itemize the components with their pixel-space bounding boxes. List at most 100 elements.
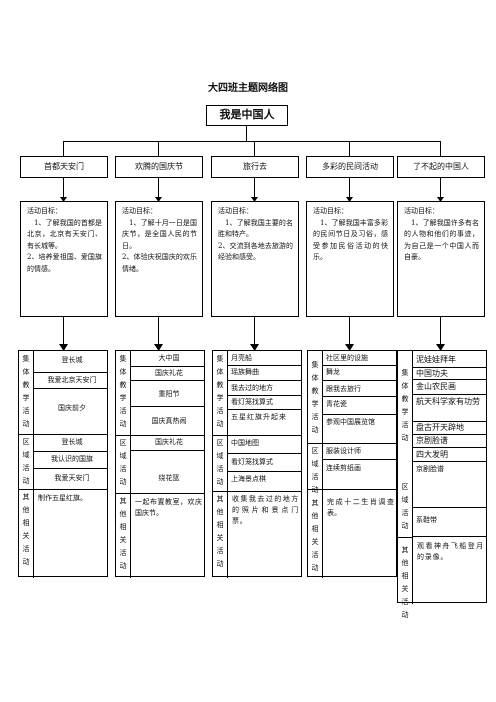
other-activity-text: 观看神舟飞船登月的录像。	[417, 542, 484, 561]
side-label-area: 区域活动	[116, 435, 131, 493]
activity-column-5: 集体教学活动 泥娃娃拜年 中国功夫 金山农民画 航天科学家有功劳 盘古开天辟地 …	[397, 350, 487, 619]
arrowhead-2a	[155, 197, 162, 202]
other-activity-text: 完成十二生肖调查表。	[327, 498, 394, 517]
goal-item: 2、体验庆祝国庆的欢乐情绪。	[122, 253, 197, 273]
goal-box-4: 活动目标： 1、了解我国丰富多彩的民间节日及习俗，感受参加民俗活动的快乐。	[306, 201, 394, 317]
goal-heading: 活动目标：	[404, 207, 439, 215]
arrowhead-4a	[346, 197, 353, 202]
activity-column-1: 集体教学活动 登长城 我爱北京天安门 国庆前夕 区域活动 登长城 我认识的国旗 …	[18, 350, 108, 578]
side-label-other: 其他相关活动	[116, 493, 131, 578]
goal-heading: 活动目标：	[313, 207, 348, 215]
activity-item: 登长城	[34, 435, 107, 452]
category-box-4: 多彩的民间活动	[306, 156, 394, 178]
side-label-area: 区域活动	[19, 434, 34, 489]
arrow-line-5b	[440, 317, 442, 349]
activity-item: 登长城	[34, 355, 107, 373]
arrow-line-4b	[349, 317, 351, 349]
side-label-collective: 集体教学活动	[116, 351, 131, 435]
activity-item: 京剧脸谱	[413, 462, 486, 508]
activity-item: 国庆礼花	[131, 367, 204, 381]
arrowhead-5b	[436, 344, 445, 351]
activity-item: 连续剪纸画	[326, 464, 361, 472]
side-label-area: 区域活动	[308, 443, 323, 494]
other-activity-text: 制作五星红旗。	[38, 494, 87, 502]
side-label-other: 其他相关活动	[308, 489, 323, 578]
activity-item: 看灯笼找算式	[228, 396, 301, 410]
connector-cat5	[440, 141, 442, 156]
side-label-collective: 集体教学活动	[398, 351, 413, 471]
activity-item: 看灯笼找算式	[228, 454, 301, 472]
category-box-5: 了不起的中国人	[397, 156, 485, 178]
activity-item: 国庆真热闹	[151, 417, 187, 425]
activity-item: 京剧脸谱	[413, 435, 486, 448]
connector-main-down	[246, 126, 248, 142]
activity-item: 瑶族舞曲	[228, 366, 301, 381]
activity-item: 青花瓷	[323, 397, 396, 415]
activity-item: 社区里的设施	[323, 353, 396, 366]
activity-item: 参观中国展览馆	[326, 418, 375, 426]
side-label-other: 其他相关活动	[398, 537, 413, 619]
section-divider	[308, 443, 396, 444]
activity-item: 月亮船	[228, 353, 301, 366]
connector-cat1	[63, 141, 65, 156]
goal-box-2: 活动目标： 1、了解十月一日是国庆节，是全国人民的节日。 2、体验庆祝国庆的欢乐…	[115, 201, 203, 317]
arrowhead-3b	[250, 344, 259, 351]
activity-item: 大中国	[131, 353, 204, 367]
goal-item: 1、了解我国许多有名的人物和他们的事迹，为自己是一个中国人而自豪。	[404, 218, 479, 262]
connector-horizontal	[63, 141, 440, 143]
goal-heading: 活动目标：	[218, 207, 253, 215]
goal-item: 1、了解我国主要的名胜和特产。	[218, 218, 293, 239]
activity-item: 我爱北京天安门	[34, 373, 107, 389]
arrow-line-2a	[158, 178, 159, 200]
activity-item: 舞龙	[323, 366, 396, 381]
activity-item: 跟我去旅行	[323, 381, 396, 397]
side-label-collective: 集体教学活动	[19, 351, 34, 434]
arrow-line-3b	[254, 317, 256, 349]
section-divider	[213, 491, 301, 492]
goal-box-3: 活动目标： 1、了解我国主要的名胜和特产。 2、交流到各地去旅游的经验和感受。	[211, 201, 299, 317]
arrow-line-4a	[349, 178, 350, 200]
arrow-line-3a	[254, 178, 255, 200]
goal-item: 1、了解我国的首都是北京，北京有天安门、有长城等。	[27, 218, 102, 250]
arrowhead-4b	[345, 344, 354, 351]
activity-item: 五星红旗升起来	[231, 413, 287, 421]
category-box-3: 旅行去	[211, 156, 299, 178]
activity-item: 我去过的地方	[228, 381, 301, 396]
arrowhead-3a	[251, 197, 258, 202]
side-label-collective: 集体教学活动	[213, 351, 228, 435]
activity-column-4: 集体教学活动 社区里的设施 舞龙 跟我去旅行 青花瓷 参观中国展览馆 区域活动 …	[307, 350, 397, 578]
activity-item: 我认识的国旗	[34, 452, 107, 469]
activity-column-2: 集体教学活动 大中国 国庆礼花 重阳节 国庆真热闹 区域活动 国庆礼花 绕花篮 …	[115, 350, 205, 578]
side-label-collective: 集体教学活动	[308, 351, 323, 443]
category-box-2: 欢腾的国庆节	[115, 156, 203, 178]
goal-item: 2、培养爱祖国、爱国旗的情感。	[27, 253, 102, 273]
activity-item: 服装设计师	[323, 444, 396, 460]
goal-heading: 活动目标：	[27, 207, 62, 215]
goal-box-1: 活动目标： 1、了解我国的首都是北京，北京有天安门、有长城等。 2、培养爱祖国、…	[20, 201, 108, 317]
goal-item: 1、了解十月一日是国庆节，是全国人民的节日。	[122, 218, 197, 250]
other-activity-text: 一起布置教室，欢庆国庆节。	[135, 498, 202, 517]
section-divider	[116, 435, 204, 436]
main-topic-box: 我是中国人	[206, 105, 288, 126]
goal-heading: 活动目标：	[122, 207, 157, 215]
arrowhead-1a	[60, 197, 67, 202]
activity-item: 泥娃娃拜年	[413, 353, 486, 368]
activity-item: 中国地图	[228, 437, 301, 454]
side-label-area: 区域活动	[213, 435, 228, 491]
activity-item: 绕花篮	[158, 474, 180, 482]
diagram-title: 大四班主题网络图	[208, 83, 288, 94]
arrowhead-5a	[437, 197, 444, 202]
other-activity-text: 收集我去过的地方的照片和景点门票。	[232, 495, 299, 525]
arrowhead-2b	[154, 344, 163, 351]
arrow-line-2b	[158, 317, 160, 349]
activity-item: 国庆礼花	[131, 437, 204, 451]
section-divider	[308, 489, 396, 490]
category-box-1: 首都天安门	[20, 156, 108, 178]
connector-cat2	[158, 141, 160, 156]
activity-item: 上海景点棋	[231, 475, 266, 483]
goal-item: 2、交流到各地去旅游的经验和感受。	[218, 241, 293, 262]
side-label-other: 其他相关活动	[19, 489, 34, 578]
connector-cat3	[254, 141, 256, 156]
section-divider	[19, 489, 107, 490]
